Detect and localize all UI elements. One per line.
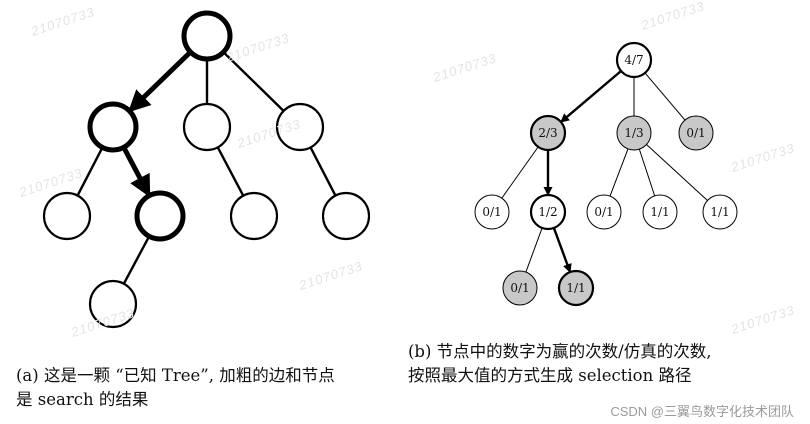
tree-b-edge-n0-n3 [644,72,686,121]
tree-b-edge-n2-n6 [609,148,629,197]
tree-b-node-n7 [642,194,678,230]
caption-a-line1: (a) 这是一颗 “已知 Tree”, 加粗的边和节点 [16,366,335,385]
caption-a: (a) 这是一颗 “已知 Tree”, 加粗的边和节点 是 search 的结果 [16,364,335,412]
tree-a-edge-a2-b3 [216,146,245,197]
tree-b-node-label-n0: 4/7 [624,53,643,67]
tree-b-edge-n5-n10 [552,227,572,273]
tree-b-node-label-n2: 1/3 [624,126,643,140]
tree-a-node-b4 [321,191,371,241]
tree-b-node-label-n10: 1/1 [566,281,585,295]
tree-a-node-b1 [42,191,92,241]
tree-a-node-a1 [87,101,139,153]
tree-b-node-n9 [502,270,538,306]
caption-b-line1: (b) 节点中的数字为赢的次数/仿真的次数, [408,342,712,361]
tree-a-edge-r-a3 [222,51,285,112]
tree-b-edge-n5-n9 [525,227,543,273]
tree-a-node-r [181,10,233,62]
tree-a-node-b3 [229,191,279,241]
tree-diagram-a [42,10,371,329]
tree-b-node-n0 [615,41,653,79]
tree-b-node-label-n1: 2/3 [538,126,557,140]
tree-b-node-label-n7: 1/1 [650,205,669,219]
tree-diagram-b: 4/7 2/3 1/3 0/1 0/1 1/2 0/1 1/1 1/1 0/1 1/1 [474,41,738,307]
tree-b-node-label-n3: 0/1 [686,126,705,140]
caption-a-line2: 是 search 的结果 [16,390,149,409]
tree-b-node-n4 [474,194,510,230]
tree-b-node-label-n8: 1/1 [710,205,729,219]
tree-b-node-label-n6: 0/1 [594,205,613,219]
tree-b-node-n2 [616,115,652,151]
tree-a-edge-a3-b4 [309,146,337,197]
tree-b-node-n6 [586,194,622,230]
tree-b-node-n5 [529,193,567,231]
tree-a-node-c1 [88,279,138,329]
tree-b-node-label-n5: 1/2 [538,205,557,219]
tree-b-edge-n1-n4 [501,146,539,199]
tree-a-edge-b2-c1 [122,235,151,285]
tree-a-node-b2 [134,190,186,242]
tree-b-edge-n2-n7 [638,148,656,197]
tree-b-node-n10 [557,269,595,307]
tree-a-edge-a1-b2 [121,146,151,198]
tree-a-edge-r-a1 [128,50,193,113]
tree-a-edge-a1-b1 [76,146,104,197]
caption-b: (b) 节点中的数字为赢的次数/仿真的次数, 按照最大值的方式生成 select… [408,340,712,388]
tree-b-node-label-n4: 0/1 [482,205,501,219]
caption-b-line2: 按照最大值的方式生成 selection 路径 [408,366,692,385]
tree-b-node-n8 [702,194,738,230]
tree-b-node-n1 [529,114,567,152]
csdn-footer: CSDN @三翼鸟数字化技术团队 [610,404,794,419]
tree-b-node-n3 [678,115,714,151]
tree-a-node-a3 [275,102,325,152]
tree-b-node-label-n9: 0/1 [510,281,529,295]
tree-b-edge-n2-n8 [646,144,708,201]
tree-a-node-a2 [182,102,232,152]
tree-b-edge-n0-n1 [560,70,622,123]
